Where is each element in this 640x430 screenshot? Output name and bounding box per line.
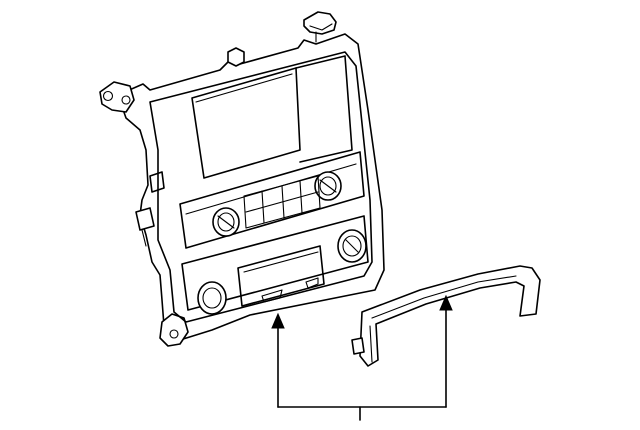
side-clip-lower <box>135 207 155 231</box>
media-slot-opening <box>237 245 325 307</box>
side-clip-upper <box>149 171 165 193</box>
volume-knob-left <box>197 281 227 315</box>
climate-knob-left <box>212 207 240 237</box>
climate-button-cluster <box>243 175 321 229</box>
display-screen-opening <box>191 67 301 179</box>
arrowhead-trim <box>439 294 453 311</box>
climate-control-strip <box>179 151 365 249</box>
mounting-tab-top-right <box>303 11 337 35</box>
trim-molding-strip <box>351 265 541 367</box>
tune-knob-right <box>337 229 367 263</box>
audio-control-panel <box>181 215 369 311</box>
callout-leader-lines <box>271 294 453 421</box>
climate-knob-right <box>314 171 342 201</box>
trim-clip <box>351 337 365 355</box>
radio-control-bezel-panel <box>99 11 385 347</box>
arrowhead-bezel <box>271 312 285 329</box>
trim-molding-outline <box>359 265 541 367</box>
mounting-tab-top-middle <box>227 47 245 67</box>
